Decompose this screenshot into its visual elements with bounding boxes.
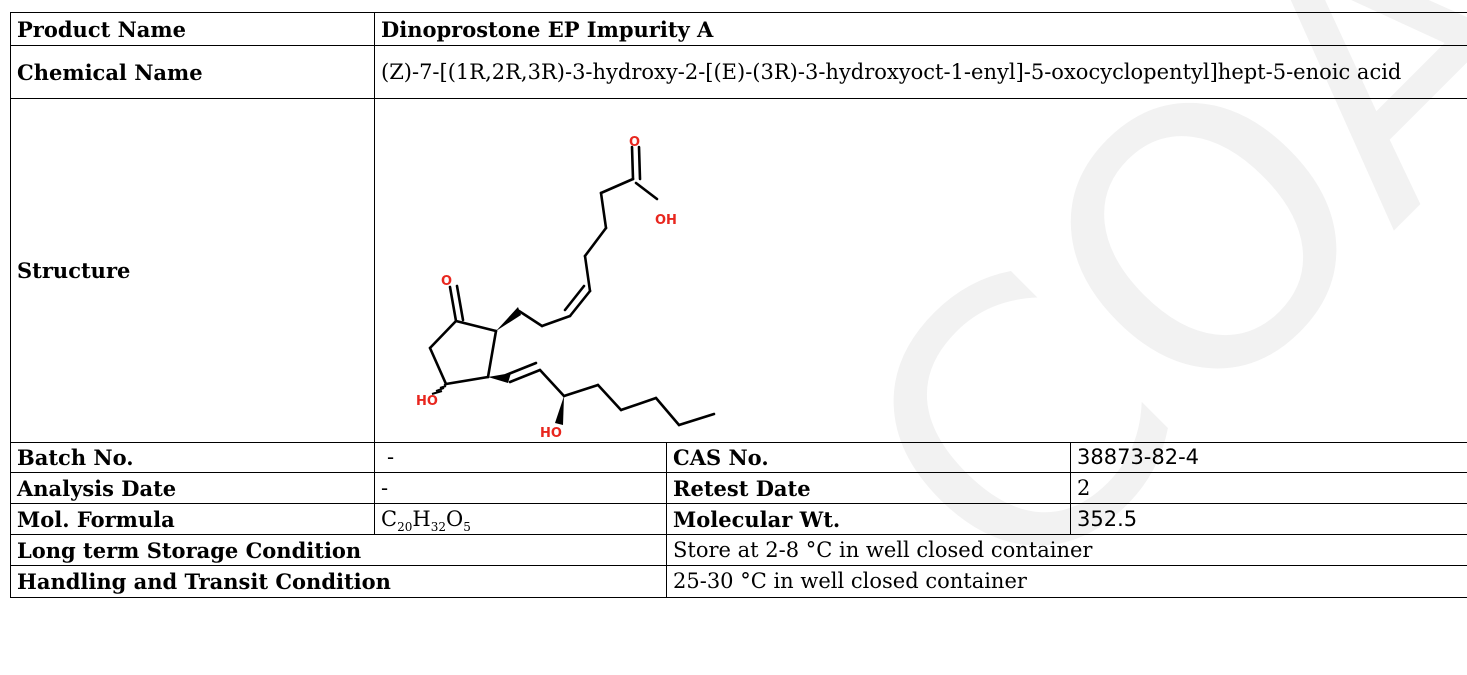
handling-value: 25-30 °C in well closed container xyxy=(665,565,1467,598)
chain-ho-atom: HO xyxy=(540,426,562,441)
row-analysis-retest: Analysis Date - Retest Date 2 xyxy=(10,472,1467,504)
formula-c-count: 20 xyxy=(397,519,413,534)
product-name-label: Product Name xyxy=(10,12,375,46)
row-batch-cas: Batch No. - CAS No. 38873-82-4 xyxy=(10,442,1467,473)
handling-label: Handling and Transit Condition xyxy=(10,565,667,598)
analysis-date-value: - xyxy=(374,472,667,504)
row-chemical-name: Chemical Name (Z)-7-[(1R,2R,3R)-3-hydrox… xyxy=(10,45,1467,99)
ketone-o-atom: O xyxy=(441,274,452,289)
chemical-name-label: Chemical Name xyxy=(10,45,375,99)
acid-oh-atom: OH xyxy=(655,213,677,228)
row-storage: Long term Storage Condition Store at 2-8… xyxy=(10,534,1467,566)
product-spec-table: Product Name Dinoprostone EP Impurity A … xyxy=(10,12,1467,598)
molecular-wt-value: 352.5 xyxy=(1069,503,1467,535)
row-handling: Handling and Transit Condition 25-30 °C … xyxy=(10,565,1467,598)
storage-value: Store at 2-8 °C in well closed container xyxy=(665,534,1467,566)
analysis-date-label: Analysis Date xyxy=(10,472,375,504)
cas-no-label: CAS No. xyxy=(666,442,1071,473)
structure-cell: O OH O HO HO xyxy=(373,98,1467,443)
product-name-value: Dinoprostone EP Impurity A xyxy=(373,12,1467,46)
row-formula-weight: Mol. Formula C20H32O5 Molecular Wt. 352.… xyxy=(10,503,1467,535)
formula-h-count: 32 xyxy=(430,519,446,534)
mol-formula-value: C20H32O5 xyxy=(374,503,667,535)
storage-label: Long term Storage Condition xyxy=(10,534,667,566)
chemical-name-value: (Z)-7-[(1R,2R,3R)-3-hydroxy-2-[(E)-(3R)-… xyxy=(373,45,1467,99)
molecular-wt-label: Molecular Wt. xyxy=(666,503,1071,535)
acid-o-atom: O xyxy=(629,135,640,150)
structure-label: Structure xyxy=(10,98,375,443)
formula-c: C xyxy=(381,506,398,531)
batch-no-label: Batch No. xyxy=(10,442,375,473)
row-product-name: Product Name Dinoprostone EP Impurity A xyxy=(10,12,1467,46)
formula-o: O xyxy=(445,506,464,531)
cas-no-value: 38873-82-4 xyxy=(1069,442,1467,473)
formula-o-count: 5 xyxy=(463,519,471,534)
retest-date-label: Retest Date xyxy=(666,472,1071,504)
formula-h: H xyxy=(412,506,431,531)
chemical-structure-diagram: O OH O HO HO xyxy=(416,135,716,441)
batch-no-value: - xyxy=(374,442,667,473)
retest-date-value: 2 xyxy=(1069,472,1467,504)
row-structure: Structure xyxy=(10,98,1467,443)
mol-formula-label: Mol. Formula xyxy=(10,503,375,535)
ring-ho-atom: HO xyxy=(416,394,438,409)
